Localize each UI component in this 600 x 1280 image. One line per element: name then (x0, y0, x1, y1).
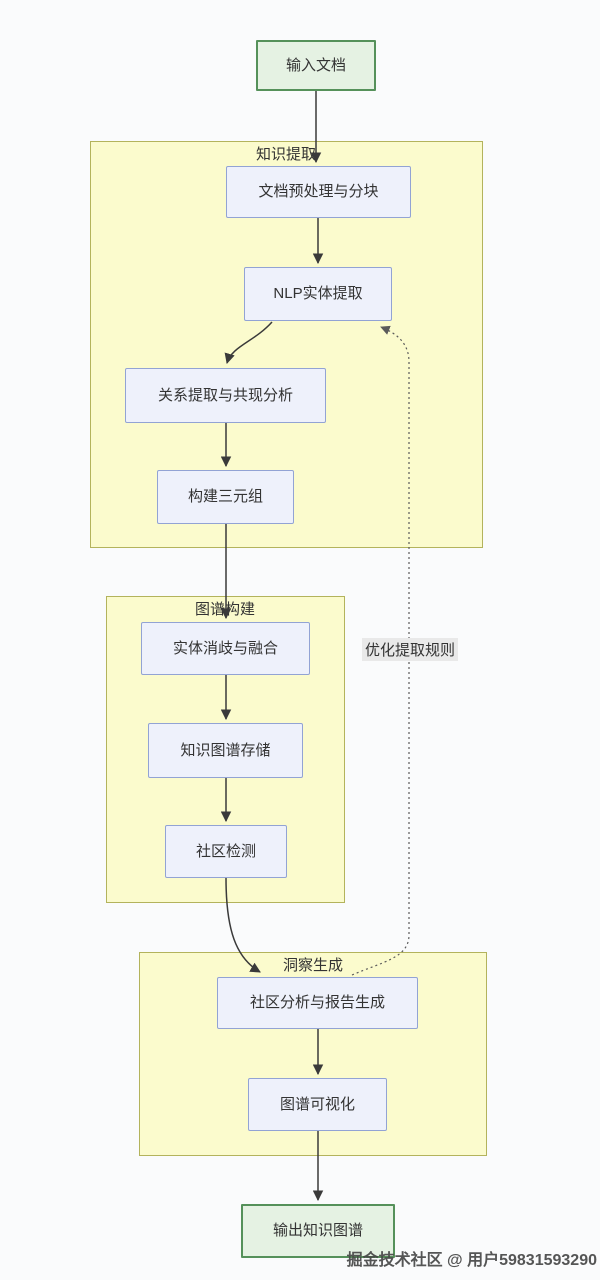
node-community-detection: 社区检测 (165, 825, 287, 878)
node-knowledge-graph-storage: 知识图谱存储 (148, 723, 303, 778)
group-title-insight-generation: 洞察生成 (282, 957, 344, 974)
node-output-knowledge-graph: 输出知识图谱 (241, 1204, 395, 1258)
node-build-triples: 构建三元组 (157, 470, 294, 524)
node-nlp-entity-extraction: NLP实体提取 (244, 267, 392, 321)
node-input-document: 输入文档 (256, 40, 376, 91)
node-entity-disambiguation-fusion: 实体消歧与融合 (141, 622, 310, 675)
watermark-text: 掘金技术社区 @ 用户59831593290 (346, 1252, 597, 1269)
edge-community-to-report (225, 877, 261, 973)
edge-nlp-to-relation (224, 321, 273, 365)
edge-label-optimize-rules: 优化提取规则 (361, 638, 459, 661)
node-doc-preprocess-chunk: 文档预处理与分块 (226, 166, 411, 218)
group-title-knowledge-extraction: 知识提取 (255, 146, 317, 163)
node-relation-cooccurrence-analysis: 关系提取与共现分析 (125, 368, 326, 423)
edge-feedback-report-to-nlp (351, 325, 410, 976)
node-graph-visualization: 图谱可视化 (248, 1078, 387, 1131)
node-community-analysis-report: 社区分析与报告生成 (217, 977, 418, 1029)
